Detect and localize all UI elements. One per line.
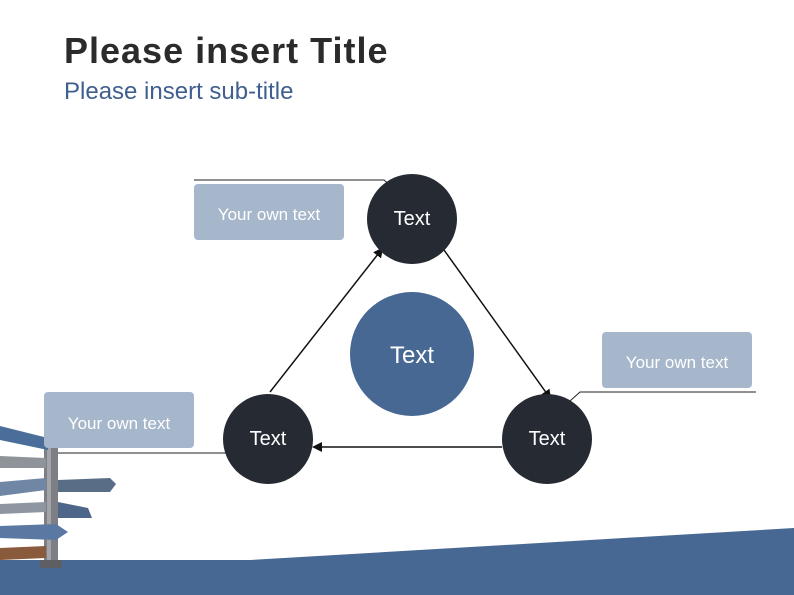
node-left-label: Text (249, 427, 287, 450)
node-center-label: Text (389, 342, 434, 369)
footer-band (0, 528, 794, 595)
slide-title: Please insert Title (64, 30, 389, 71)
arrow-left-to-top (269, 247, 384, 393)
node-left: Text (223, 394, 313, 484)
callout-top: Your own text (194, 184, 344, 240)
node-right-label: Text (528, 427, 566, 450)
node-right: Text (502, 394, 592, 484)
slide-subtitle: Please insert sub-title (64, 78, 294, 105)
leader-right (559, 391, 756, 411)
node-top-label: Text (393, 207, 431, 230)
node-top: Text (367, 174, 457, 264)
callout-left: Your own text (44, 392, 194, 448)
callout-right: Your own text (602, 332, 752, 388)
node-center: Text (350, 292, 474, 416)
arrow-top-to-right (443, 249, 552, 400)
